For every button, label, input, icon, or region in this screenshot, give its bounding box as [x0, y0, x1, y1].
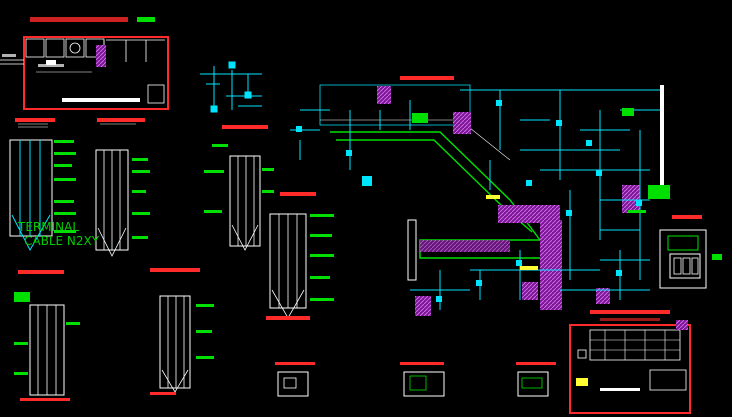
enclosure-detail — [659, 215, 722, 289]
substation-plan — [0, 17, 169, 110]
riser-network — [200, 61, 262, 113]
detail-views — [275, 362, 556, 397]
switchboard-elevations — [9, 118, 334, 401]
single-line-diagram — [569, 310, 691, 414]
site-distribution-network — [290, 76, 670, 316]
